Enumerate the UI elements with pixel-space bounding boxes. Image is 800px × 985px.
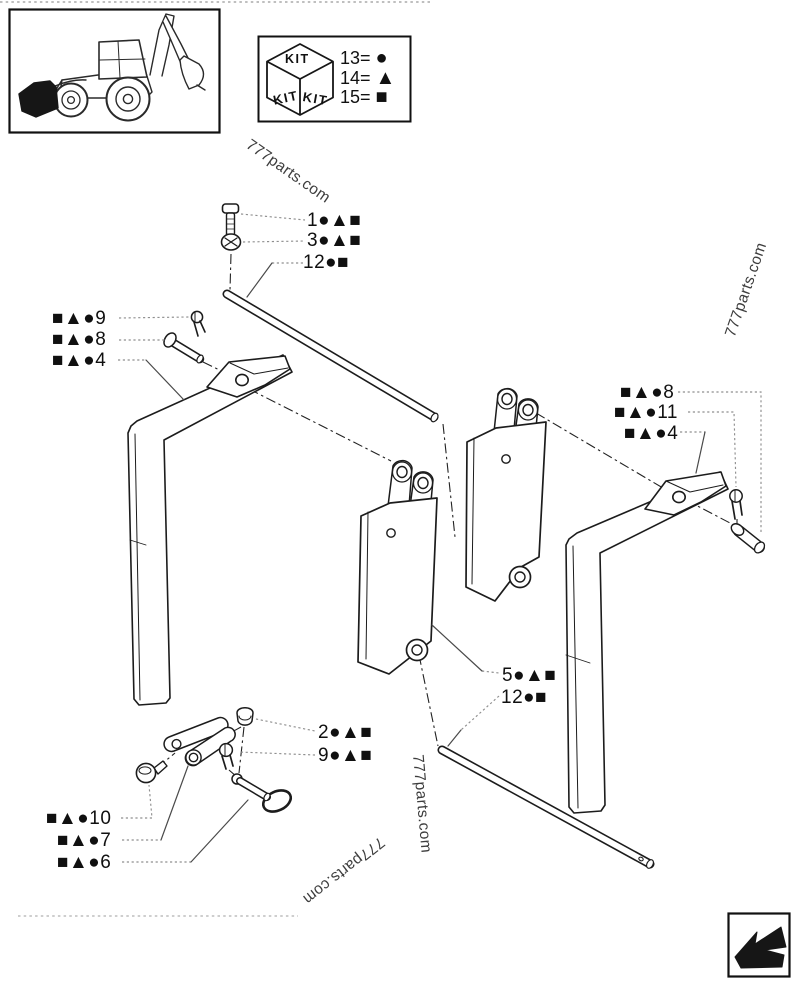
kit-legend-row-15: 15= ■ <box>340 87 388 107</box>
kit-cube-right-label: KIT <box>301 89 330 109</box>
link-plates-part-7 <box>163 716 236 767</box>
kit-legend-label: 13= <box>340 48 371 68</box>
callout-9-bottom: 9●▲■ <box>318 745 373 766</box>
callout-12-top: 12●■ <box>303 252 350 273</box>
bottom-cotter-pin-part-9 <box>218 742 234 770</box>
right-arm-part-4 <box>565 471 729 814</box>
callout-12-bottom: 12●■ <box>501 687 548 708</box>
cap-plug-part-2 <box>236 707 254 726</box>
upper-rod-part-12 <box>222 289 439 423</box>
left-cotter-pin-part-9 <box>190 310 206 337</box>
left-arm-part-4 <box>127 354 293 706</box>
kit-legend-row-14: 14= ▲ <box>340 68 395 88</box>
kit-legend-row-13: 13= ● <box>340 48 388 68</box>
circle-symbol-icon: ● <box>375 47 388 69</box>
callout-2: 2●▲■ <box>318 722 373 743</box>
right-upright-plate-part-5 <box>465 387 547 602</box>
callout-8-right: ■▲●8 <box>620 382 675 403</box>
callout-1: 1●▲■ <box>307 210 362 231</box>
lower-rod-part-12 <box>437 745 655 869</box>
callout-5: 5●▲■ <box>502 665 557 686</box>
right-cotter-pin-part-11 <box>729 489 743 520</box>
triangle-symbol-icon: ▲ <box>375 67 396 89</box>
knob-part-10 <box>135 760 168 784</box>
continuation-arrow-icon <box>734 926 787 969</box>
callout-10: ■▲●10 <box>46 808 112 829</box>
lynch-pin-part-6 <box>231 773 293 813</box>
leader-lines-solid <box>145 262 706 863</box>
backhoe-illustration <box>18 13 206 122</box>
callout-9-left: ■▲●9 <box>52 308 107 329</box>
nut-part-3 <box>220 233 242 251</box>
page-edge-marks <box>0 1 432 917</box>
leader-lines <box>118 213 762 863</box>
callout-3: 3●▲■ <box>307 230 362 251</box>
square-symbol-icon: ■ <box>375 86 388 108</box>
callout-4-left: ■▲●4 <box>52 350 107 371</box>
kit-legend-label: 15= <box>340 87 371 107</box>
callout-11-right: ■▲●11 <box>614 402 678 423</box>
kit-cube-icon <box>266 43 334 116</box>
continuation-arrow-box <box>727 912 791 978</box>
kit-legend-label: 14= <box>340 68 371 88</box>
left-clevis-pin-part-8 <box>163 332 205 364</box>
left-upright-plate-part-5 <box>357 459 438 675</box>
right-clevis-pin-part-8 <box>730 523 766 554</box>
kit-cube-top-label: KIT <box>285 52 310 66</box>
callout-6: ■▲●6 <box>57 852 112 873</box>
callout-8-left: ■▲●8 <box>52 329 107 350</box>
callout-4-right: ■▲●4 <box>624 423 679 444</box>
callout-7: ■▲●7 <box>57 830 112 851</box>
